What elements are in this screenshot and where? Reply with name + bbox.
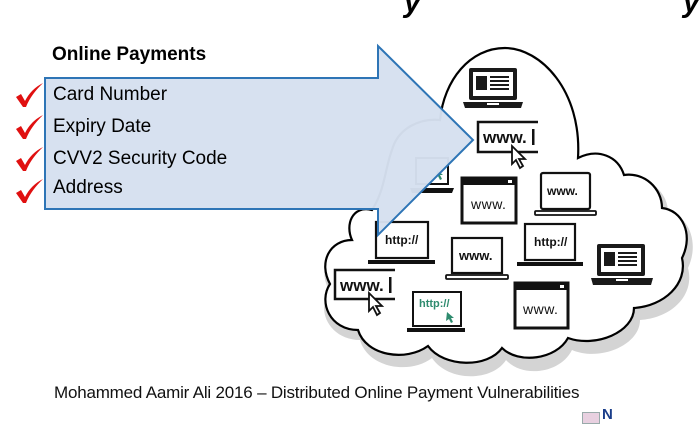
checkmark-icon xyxy=(16,115,43,139)
list-heading: Online Payments xyxy=(52,44,207,65)
laptop-icon: http:// xyxy=(517,222,583,266)
checkmark-icon xyxy=(16,179,43,203)
title-fragment: y xyxy=(404,0,421,19)
laptop-document-icon xyxy=(591,244,653,285)
laptop-document-icon xyxy=(463,68,523,108)
checkmark-icon xyxy=(16,83,43,107)
laptop-icon: www. xyxy=(534,171,597,216)
laptop-text: www. xyxy=(546,184,578,198)
logo: N xyxy=(582,406,700,424)
list-item: Address xyxy=(53,177,123,198)
logo-text: N xyxy=(602,406,613,423)
browser-text: www. xyxy=(470,196,506,212)
laptop-text: http:// xyxy=(534,235,568,249)
address-bar-text: www. xyxy=(339,276,384,295)
browser-text: www. xyxy=(522,301,558,317)
list-item: Expiry Date xyxy=(53,116,152,137)
list-item: CVV2 Security Code xyxy=(53,148,228,169)
laptop-icon: http:// xyxy=(407,291,465,332)
address-bar-icon: www. xyxy=(476,120,538,170)
logo-flag-icon xyxy=(582,412,600,424)
browser-window-icon: www. xyxy=(513,281,570,330)
laptop-text: http:// xyxy=(419,298,450,310)
slide-caption: Mohammed Aamir Ali 2016 – Distributed On… xyxy=(54,383,580,402)
laptop-text: http:// xyxy=(385,233,419,247)
address-bar-text: www. xyxy=(482,128,527,147)
laptop-icon: www. xyxy=(445,236,509,280)
checkmark-icon xyxy=(16,147,43,171)
arrow-shape xyxy=(44,43,475,238)
laptop-text: www. xyxy=(458,248,492,263)
browser-window-icon: www. xyxy=(460,176,518,225)
title-fragment: y xyxy=(683,0,700,19)
laptop-icon: http:// xyxy=(368,220,435,264)
address-bar-icon: www. xyxy=(333,268,395,317)
list-item: Card Number xyxy=(53,84,168,105)
